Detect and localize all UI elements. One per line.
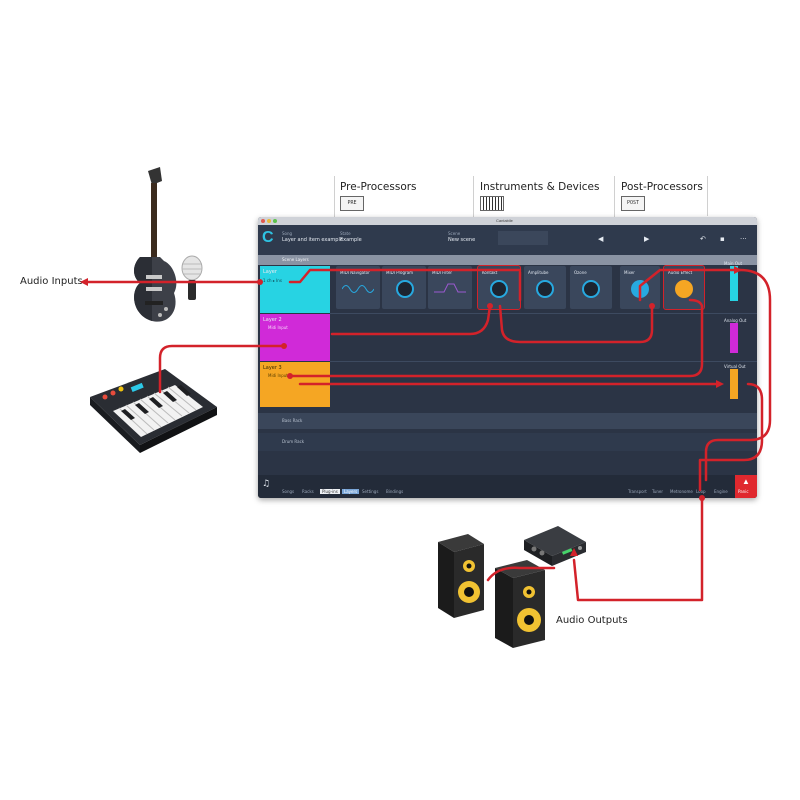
plugin-name: MIDI Filter bbox=[432, 270, 453, 275]
save-icon[interactable]: ▪ bbox=[720, 235, 725, 243]
out2-label: Analog Out bbox=[724, 318, 747, 323]
panic-label: Panic bbox=[738, 489, 749, 494]
bottom-toolbar: ♫ Songs Racks Plug-ins Layers Settings B… bbox=[258, 475, 757, 498]
toolbar-bindings[interactable]: Bindings bbox=[386, 489, 404, 494]
toolbar-loop[interactable]: Loop bbox=[696, 489, 706, 494]
plugin-name: Amplitube bbox=[528, 270, 549, 275]
music-icon[interactable]: ♫ bbox=[262, 479, 271, 489]
keyboard-icon bbox=[480, 196, 504, 211]
plugin-name: Mixer bbox=[624, 270, 635, 275]
layer3-name: Layer 3 bbox=[263, 365, 282, 371]
row-divider bbox=[330, 313, 757, 314]
undo-icon[interactable]: ↶ bbox=[700, 235, 706, 243]
layer3-sub: Midi Input bbox=[268, 373, 288, 378]
out3-label: Virtual Out bbox=[724, 364, 746, 369]
midi-keyboard-icon bbox=[90, 369, 217, 453]
scene-layers-header: Scene Layers bbox=[258, 255, 757, 265]
bus1-row[interactable]: Bass Rack bbox=[258, 413, 757, 429]
pre-processors-title: Pre-Processors bbox=[340, 181, 417, 193]
row-divider bbox=[330, 361, 757, 362]
toolbar-plugins[interactable]: Plug-ins bbox=[320, 489, 340, 494]
toolbar-metronome[interactable]: Metronome bbox=[670, 489, 693, 494]
knob[interactable] bbox=[396, 280, 414, 298]
speaker-icon bbox=[438, 534, 484, 618]
menu-button[interactable]: ··· bbox=[740, 235, 747, 243]
plugin-name: MIDI Program bbox=[386, 270, 414, 275]
audio-outputs-label: Audio Outputs bbox=[556, 615, 628, 626]
toolbar-settings[interactable]: Settings bbox=[362, 489, 379, 494]
toolbar-transport[interactable]: Transport bbox=[628, 489, 647, 494]
out3-meter bbox=[730, 369, 738, 399]
prev-scene-button[interactable]: ◀ bbox=[598, 235, 604, 243]
bus2-label: Drum Rack bbox=[282, 439, 305, 444]
knob[interactable] bbox=[582, 280, 600, 298]
state-value[interactable]: Example bbox=[340, 237, 362, 243]
knob[interactable] bbox=[490, 280, 508, 298]
microphone-icon bbox=[181, 255, 203, 300]
panic-button[interactable]: Panic ▲ bbox=[735, 475, 757, 498]
song-value[interactable]: Layer and item example bbox=[282, 237, 343, 243]
toolbar-tuner[interactable]: Tuner bbox=[652, 489, 664, 494]
layer2-sub: Midi Input bbox=[268, 325, 288, 330]
layer2-tile[interactable]: Layer 2 Midi Input bbox=[260, 314, 330, 361]
section-divider bbox=[707, 176, 708, 216]
bus1-label: Bass Rack bbox=[282, 418, 303, 423]
plugin-audio-effect[interactable]: Audio Effect bbox=[663, 265, 705, 310]
plugin-midi-navigator[interactable]: MIDI Navigator bbox=[336, 266, 380, 309]
waveform-icon bbox=[342, 285, 374, 293]
state-field-label: State bbox=[340, 231, 351, 236]
plugin-name: MIDI Navigator bbox=[340, 270, 370, 275]
plugin-kontakt[interactable]: Kontakt bbox=[477, 265, 521, 310]
instruments-devices-title: Instruments & Devices bbox=[480, 181, 600, 193]
toolbar-layers[interactable]: Layers bbox=[342, 489, 360, 494]
plugin-name: Kontakt bbox=[482, 270, 498, 275]
plugin-ozone[interactable]: Ozone bbox=[570, 266, 612, 309]
zoom-dot[interactable] bbox=[273, 219, 277, 223]
audio-interface-icon bbox=[524, 526, 586, 566]
song-field-label: Song bbox=[282, 231, 293, 236]
minimize-dot[interactable] bbox=[267, 219, 271, 223]
scene-selector[interactable] bbox=[498, 231, 548, 245]
toolbar-racks[interactable]: Racks bbox=[302, 489, 314, 494]
layer1-sub: 1 ch ▸ Ins bbox=[263, 278, 282, 283]
layer2-name: Layer 2 bbox=[263, 317, 282, 323]
knob[interactable] bbox=[675, 280, 693, 298]
warning-icon: ▲ bbox=[742, 477, 750, 486]
out1-meter bbox=[730, 266, 738, 301]
scene-field-label: Scene bbox=[448, 231, 461, 236]
plugin-midi-filter[interactable]: MIDI Filter bbox=[428, 266, 472, 309]
pre-icon: PRE bbox=[340, 196, 364, 211]
plugin-name: Ozone bbox=[574, 270, 587, 275]
close-dot[interactable] bbox=[261, 219, 265, 223]
plugin-midi-program[interactable]: MIDI Program bbox=[382, 266, 426, 309]
scene-value[interactable]: New scene bbox=[448, 237, 476, 243]
guitar-icon bbox=[134, 167, 177, 322]
audio-inputs-label: Audio Inputs bbox=[20, 276, 83, 287]
scene-layers-label: Scene Layers bbox=[282, 257, 309, 262]
next-scene-button[interactable]: ▶ bbox=[644, 235, 650, 243]
out1-label: Main Out bbox=[724, 261, 743, 266]
toolbar-engine[interactable]: Engine bbox=[714, 489, 728, 494]
logo: C bbox=[262, 229, 274, 246]
window-title: Cantabile bbox=[496, 218, 513, 223]
post-icon: POST bbox=[621, 196, 645, 211]
title-bar: Cantabile bbox=[258, 217, 757, 225]
layer1-tile[interactable]: Layer 1 ch ▸ Ins bbox=[260, 266, 330, 313]
plugin-name: Audio Effect bbox=[668, 270, 693, 275]
bus2-row[interactable]: Drum Rack bbox=[258, 433, 757, 451]
layer3-tile[interactable]: Layer 3 Midi Input bbox=[260, 362, 330, 407]
filter-icon bbox=[434, 283, 466, 293]
knob[interactable] bbox=[536, 280, 554, 298]
knob[interactable] bbox=[631, 280, 649, 298]
speaker-icon bbox=[495, 560, 545, 648]
layer1-name: Layer bbox=[263, 269, 277, 275]
out2-meter bbox=[730, 323, 738, 353]
post-processors-title: Post-Processors bbox=[621, 181, 703, 193]
plugin-mixer[interactable]: Mixer bbox=[620, 266, 660, 309]
toolbar-songs[interactable]: Songs bbox=[282, 489, 295, 494]
top-bar: C Song Layer and item example State Exam… bbox=[258, 225, 757, 255]
app-window: Cantabile C Song Layer and item example … bbox=[258, 217, 757, 498]
plugin-amplitube[interactable]: Amplitube bbox=[524, 266, 566, 309]
